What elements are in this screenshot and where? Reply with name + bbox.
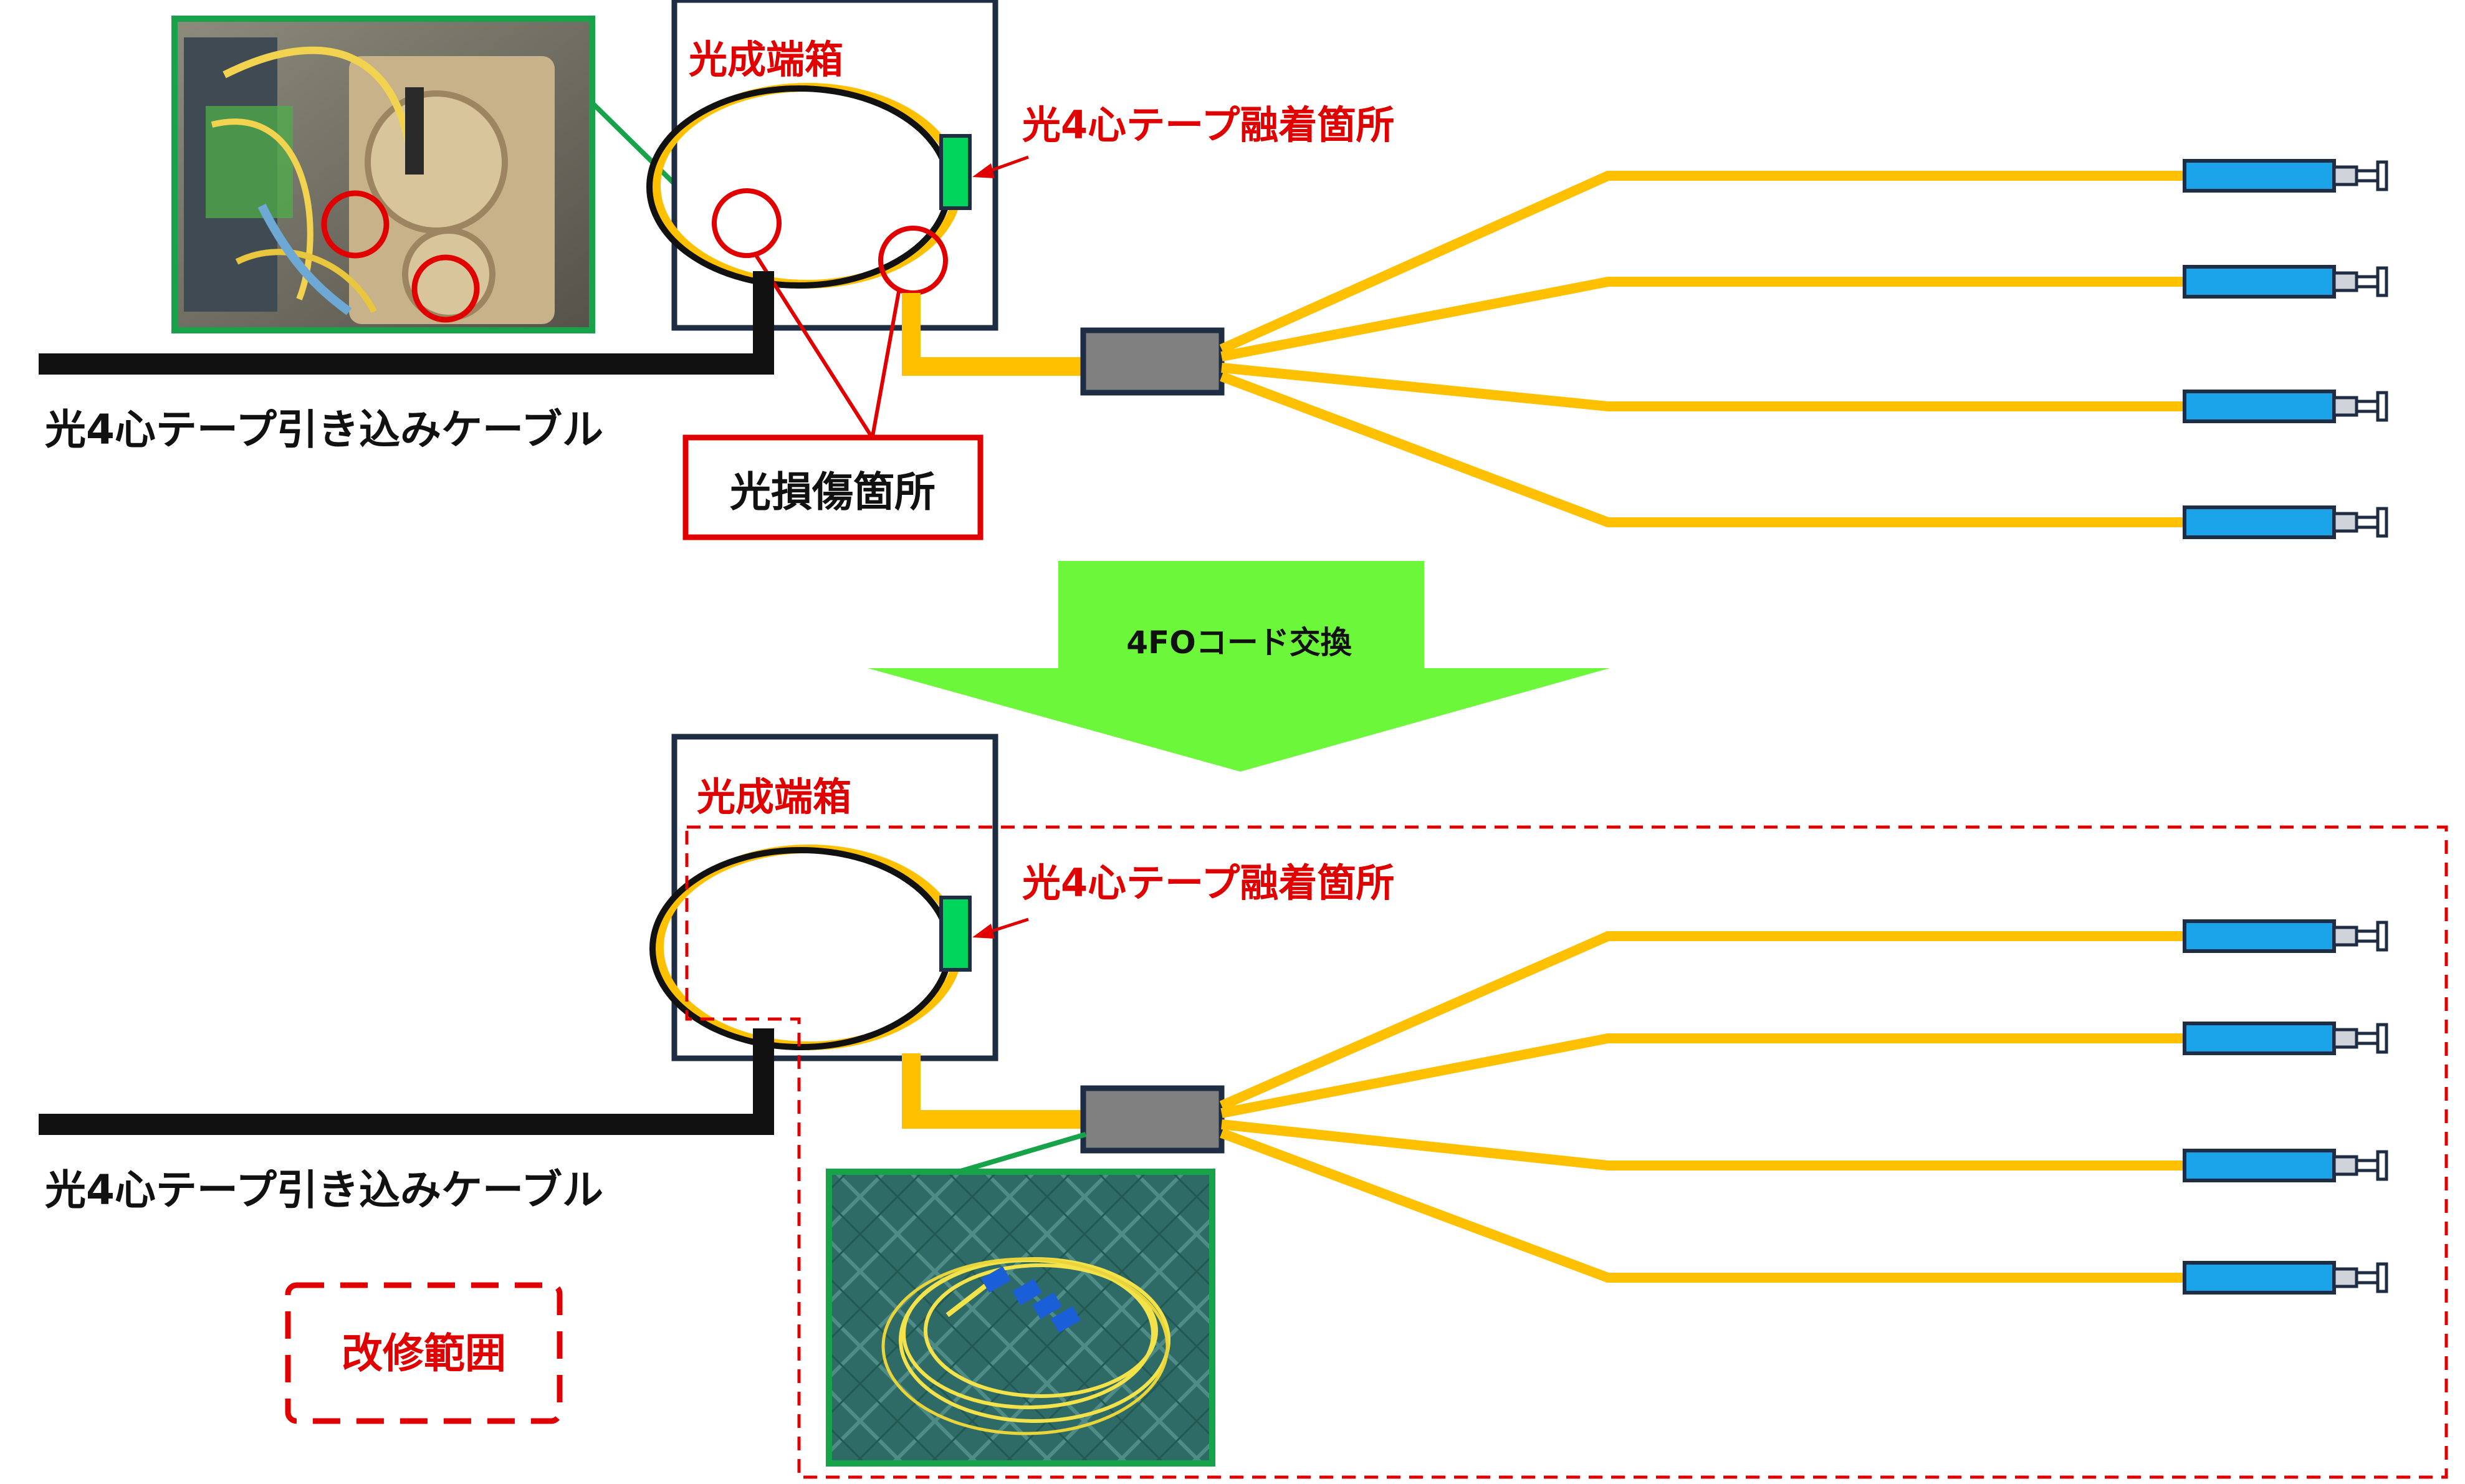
arrow-label: 4FOコード交換 <box>1126 625 1352 661</box>
photo-fo-cord <box>826 1169 1215 1467</box>
incoming-cable-bottom <box>39 1028 774 1135</box>
splitter-icon <box>1080 1085 1225 1154</box>
damage-circle-photo-1 <box>321 190 390 259</box>
replacement-arrow: 4FOコード交換 <box>868 561 1610 772</box>
sc-connector-icon <box>2185 267 2386 297</box>
sc-connector-icon <box>2185 161 2386 191</box>
photo-splice-tray <box>171 16 595 333</box>
top-section: 光成端箱 光4心テープ融着箇所 光4心テープ引き込みケーブル <box>39 0 2386 540</box>
sc-connector-icon <box>2185 1023 2386 1053</box>
sc-connector-icon <box>2185 391 2386 421</box>
fusion-point-top <box>939 134 972 210</box>
box-title-bottom: 光成端箱 <box>697 774 851 820</box>
sc-connector-icon <box>2185 507 2386 537</box>
damage-label-box <box>682 434 984 540</box>
sc-connector-icon <box>2185 1263 2386 1293</box>
incoming-cable-top <box>39 271 774 375</box>
repair-scope-outline <box>685 825 2448 1479</box>
legend-box <box>285 1282 563 1424</box>
legend-label: 改修範囲 <box>342 1329 506 1377</box>
sc-connector-icon <box>2185 921 2386 951</box>
fanout-fibers-bottom <box>1219 931 2185 1283</box>
damage-circle-1 <box>712 188 782 258</box>
bottom-section: 光成端箱 光4心テープ融着箇所 光4心テープ引き込みケーブル <box>39 734 2448 1479</box>
sc-connector-icon <box>2185 1151 2386 1180</box>
fiber-to-splitter-bottom <box>902 1053 1084 1129</box>
splitter-icon <box>1080 327 1225 396</box>
damage-label: 光損傷箇所 <box>730 468 936 516</box>
fusion-label-bottom: 光4心テープ融着箇所 <box>1022 860 1394 906</box>
fusion-label-top: 光4心テープ融着箇所 <box>1022 102 1394 148</box>
fiber-to-splitter-top <box>902 293 1084 376</box>
box-title-top: 光成端箱 <box>689 37 843 82</box>
fusion-point-bottom <box>939 896 972 972</box>
photo-callout-line <box>957 1132 1087 1174</box>
cable-label-bottom: 光4心テープ引き込みケーブル <box>45 1166 603 1214</box>
fanout-fibers-top <box>1219 171 2185 527</box>
damage-circle-photo-2 <box>411 254 480 323</box>
cable-label-top: 光4心テープ引き込みケーブル <box>45 406 603 454</box>
